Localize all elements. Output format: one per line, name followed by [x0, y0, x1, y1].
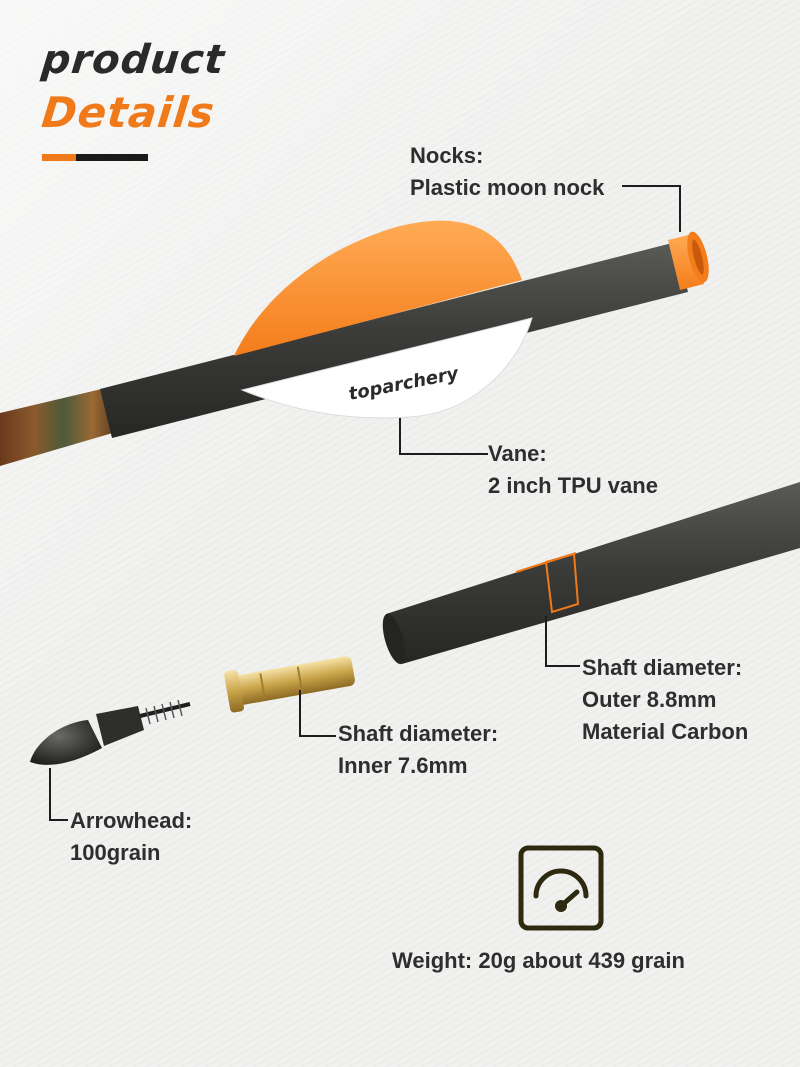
leader-shaft-outer	[545, 616, 580, 667]
callout-shaft-inner-title: Shaft diameter:	[338, 721, 499, 746]
callout-shaft-inner: Shaft diameter: Inner 7.6mm	[338, 718, 498, 782]
callout-arrowhead: Arrowhead: 100grain	[70, 805, 192, 869]
callout-shaft-outer-value2: Material Carbon	[582, 719, 749, 744]
leader-shaft-inner	[299, 690, 336, 737]
orange-vane	[234, 220, 522, 356]
callout-nocks-value: Plastic moon nock	[410, 175, 605, 200]
callout-shaft-inner-value: Inner 7.6mm	[338, 753, 468, 778]
lower-shaft	[386, 482, 800, 664]
white-vane	[240, 317, 533, 419]
callout-shaft-outer-value1: Outer 8.8mm	[582, 687, 717, 712]
callout-shaft-outer: Shaft diameter: Outer 8.8mm Material Car…	[582, 652, 748, 748]
leader-nocks	[622, 185, 681, 232]
callout-vane: Vane: 2 inch TPU vane	[488, 438, 658, 502]
callout-arrowhead-value: 100grain	[70, 840, 161, 865]
weight-label: Weight: 20g about 439 grain	[392, 945, 685, 977]
callout-vane-title: Vane:	[488, 441, 547, 466]
leader-arrowhead	[49, 768, 68, 821]
title-underline-accent	[42, 154, 76, 161]
callout-nocks-title: Nocks:	[410, 143, 484, 168]
gauge-icon	[518, 845, 604, 931]
callout-shaft-outer-title: Shaft diameter:	[582, 655, 743, 680]
title-underline-dark	[76, 154, 148, 161]
arrowhead	[30, 699, 191, 765]
weight-text: Weight: 20g about 439 grain	[392, 948, 685, 973]
leader-vane	[399, 418, 488, 455]
callout-nocks: Nocks: Plastic moon nock	[410, 140, 604, 204]
callout-arrowhead-title: Arrowhead:	[70, 808, 193, 833]
shaft-camo-section	[0, 387, 116, 466]
callout-vane-value: 2 inch TPU vane	[488, 473, 658, 498]
brass-insert	[224, 656, 355, 713]
